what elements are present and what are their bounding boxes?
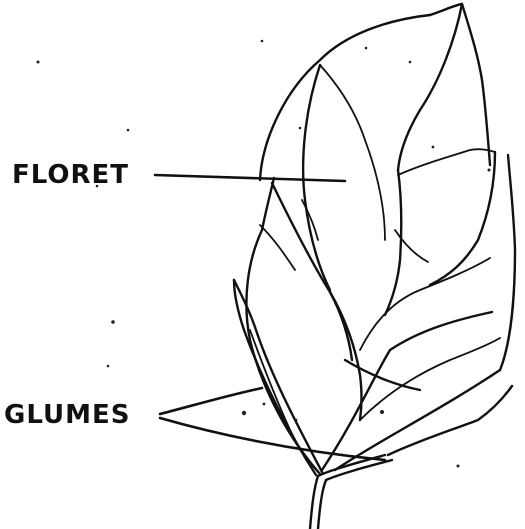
floret-label: FLORET [12,162,129,188]
leader-lines [155,175,385,460]
florets [260,4,515,470]
upper-glume [246,178,512,474]
glumes-leader-line-lower [160,418,385,460]
stem [310,455,392,529]
glumes-label: GLUMES [4,402,130,428]
floret-leader-line [155,175,345,181]
glumes-leader-line-upper [160,388,262,414]
